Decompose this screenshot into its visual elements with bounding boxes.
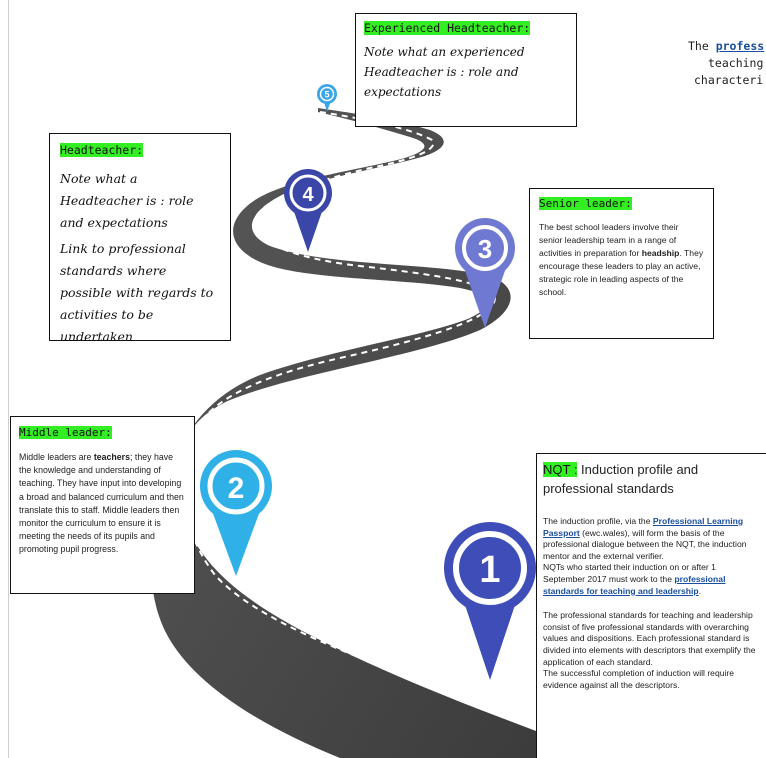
- headteacher-title: Headteacher:: [60, 143, 144, 157]
- pin-2-label: 2: [228, 472, 245, 505]
- pin-4-label: 4: [302, 184, 314, 206]
- pin-3-label: 3: [478, 234, 492, 264]
- nqt-paragraph-2: NQTs who started their induction on or a…: [543, 562, 726, 596]
- pin-2-marker: 2: [200, 450, 272, 576]
- pin-4-marker: 4: [284, 169, 332, 252]
- top-right-note: The profess teaching characteri: [688, 38, 766, 89]
- headteacher-line2: Link to professional standards where pos…: [60, 241, 214, 344]
- page-edge-line: [8, 0, 9, 758]
- top-right-note-line2: teaching: [708, 56, 764, 70]
- pin-5-marker: 5: [317, 84, 337, 112]
- nqt-paragraph-4: The successful completion of induction w…: [543, 668, 735, 690]
- road-center-line: [182, 111, 571, 736]
- pin-5-label: 5: [324, 90, 329, 100]
- experienced-headteacher-box: Experienced Headteacher: Note what an ex…: [355, 13, 577, 127]
- senior-leader-text: The best school leaders involve their se…: [539, 222, 704, 297]
- middle-leader-box: Middle leader: Middle leaders are teache…: [10, 416, 195, 594]
- road-surface: [151, 108, 560, 758]
- experienced-headteacher-text: Note what an experienced Headteacher is …: [364, 45, 525, 99]
- experienced-headteacher-title: Experienced Headteacher:: [364, 21, 531, 35]
- nqt-paragraph-1: The induction profile, via the Professio…: [543, 516, 747, 561]
- pin-1-marker: 1: [444, 522, 536, 680]
- senior-leader-box: Senior leader: The best school leaders i…: [529, 188, 714, 339]
- pin-3-marker: 3: [455, 218, 515, 328]
- senior-leader-title: Senior leader:: [539, 197, 632, 210]
- nqt-box: NQT : Induction profile and professional…: [536, 453, 766, 758]
- top-right-note-line1: The profess: [688, 39, 765, 53]
- professional-standards-link[interactable]: professional standards for teaching and …: [543, 573, 726, 596]
- middle-leader-title: Middle leader:: [19, 426, 112, 439]
- nqt-paragraph-3: The professional standards for teaching …: [543, 610, 756, 667]
- top-right-note-line3: characteri: [694, 73, 764, 87]
- middle-leader-text: Middle leaders are teachers; they have t…: [19, 452, 184, 555]
- headteacher-line1: Note what a Headteacher is : role and ex…: [60, 171, 194, 230]
- headteacher-box: Headteacher: Note what a Headteacher is …: [49, 133, 231, 344]
- top-right-note-link[interactable]: profess: [715, 39, 765, 53]
- pin-1-label: 1: [479, 549, 500, 591]
- nqt-title: NQT : Induction profile and professional…: [543, 462, 699, 496]
- professional-learning-passport-link[interactable]: Professional Learning Passport: [543, 516, 744, 538]
